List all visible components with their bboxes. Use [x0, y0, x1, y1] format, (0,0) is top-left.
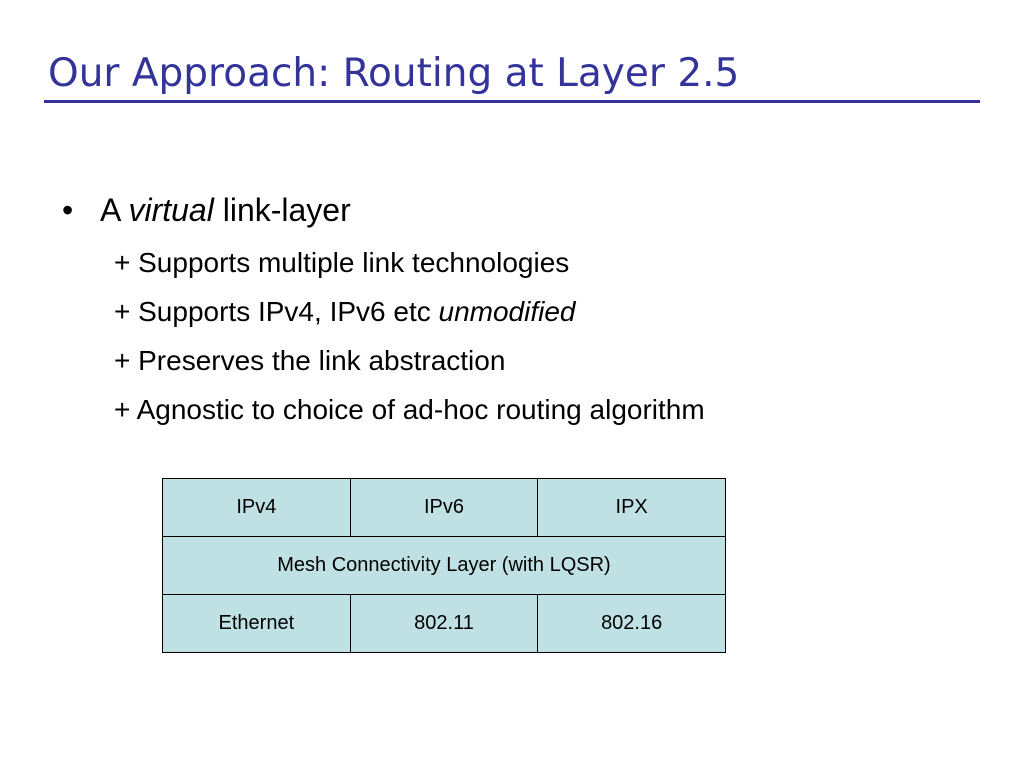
table-row-link-layer: Ethernet 802.11 802.16: [162, 594, 726, 653]
subpoint-text: + Preserves the link abstraction: [114, 345, 506, 376]
bullet-emphasis: virtual: [128, 192, 214, 228]
bullet-marker: •: [62, 192, 74, 228]
subpoint-text: + Supports multiple link technologies: [114, 247, 570, 278]
subpoint-emphasis: unmodified: [438, 296, 576, 327]
table-cell-ethernet: Ethernet: [162, 594, 351, 653]
table-cell-80211: 802.11: [349, 594, 539, 653]
subpoint-ip-unmodified: + Supports IPv4, IPv6 etc unmodified: [114, 295, 576, 329]
subpoint-routing-agnostic: + Agnostic to choice of ad-hoc routing a…: [114, 393, 705, 427]
subpoint-text: + Supports IPv4, IPv6 etc: [114, 296, 439, 327]
table-cell-ipv6: IPv6: [349, 478, 539, 537]
title-underline: [44, 100, 980, 103]
bullet-virtual-link-layer: • A virtual link-layer: [62, 190, 351, 230]
subpoint-link-technologies: + Supports multiple link technologies: [114, 246, 569, 280]
bullet-prefix: A: [100, 192, 120, 228]
subpoint-text: + Agnostic to choice of ad-hoc routing a…: [114, 394, 705, 425]
table-row-network-layer: IPv4 IPv6 IPX: [162, 478, 726, 537]
slide-title: Our Approach: Routing at Layer 2.5: [48, 51, 740, 96]
table-cell-80216: 802.16: [537, 594, 726, 653]
subpoint-link-abstraction: + Preserves the link abstraction: [114, 344, 505, 378]
table-row-mesh-layer: Mesh Connectivity Layer (with LQSR): [162, 536, 726, 595]
table-cell-ipx: IPX: [537, 478, 726, 537]
table-cell-ipv4: IPv4: [162, 478, 351, 537]
protocol-stack-table: IPv4 IPv6 IPX Mesh Connectivity Layer (w…: [162, 478, 726, 653]
table-cell-mesh-connectivity: Mesh Connectivity Layer (with LQSR): [162, 536, 726, 595]
bullet-suffix: link-layer: [222, 192, 351, 228]
